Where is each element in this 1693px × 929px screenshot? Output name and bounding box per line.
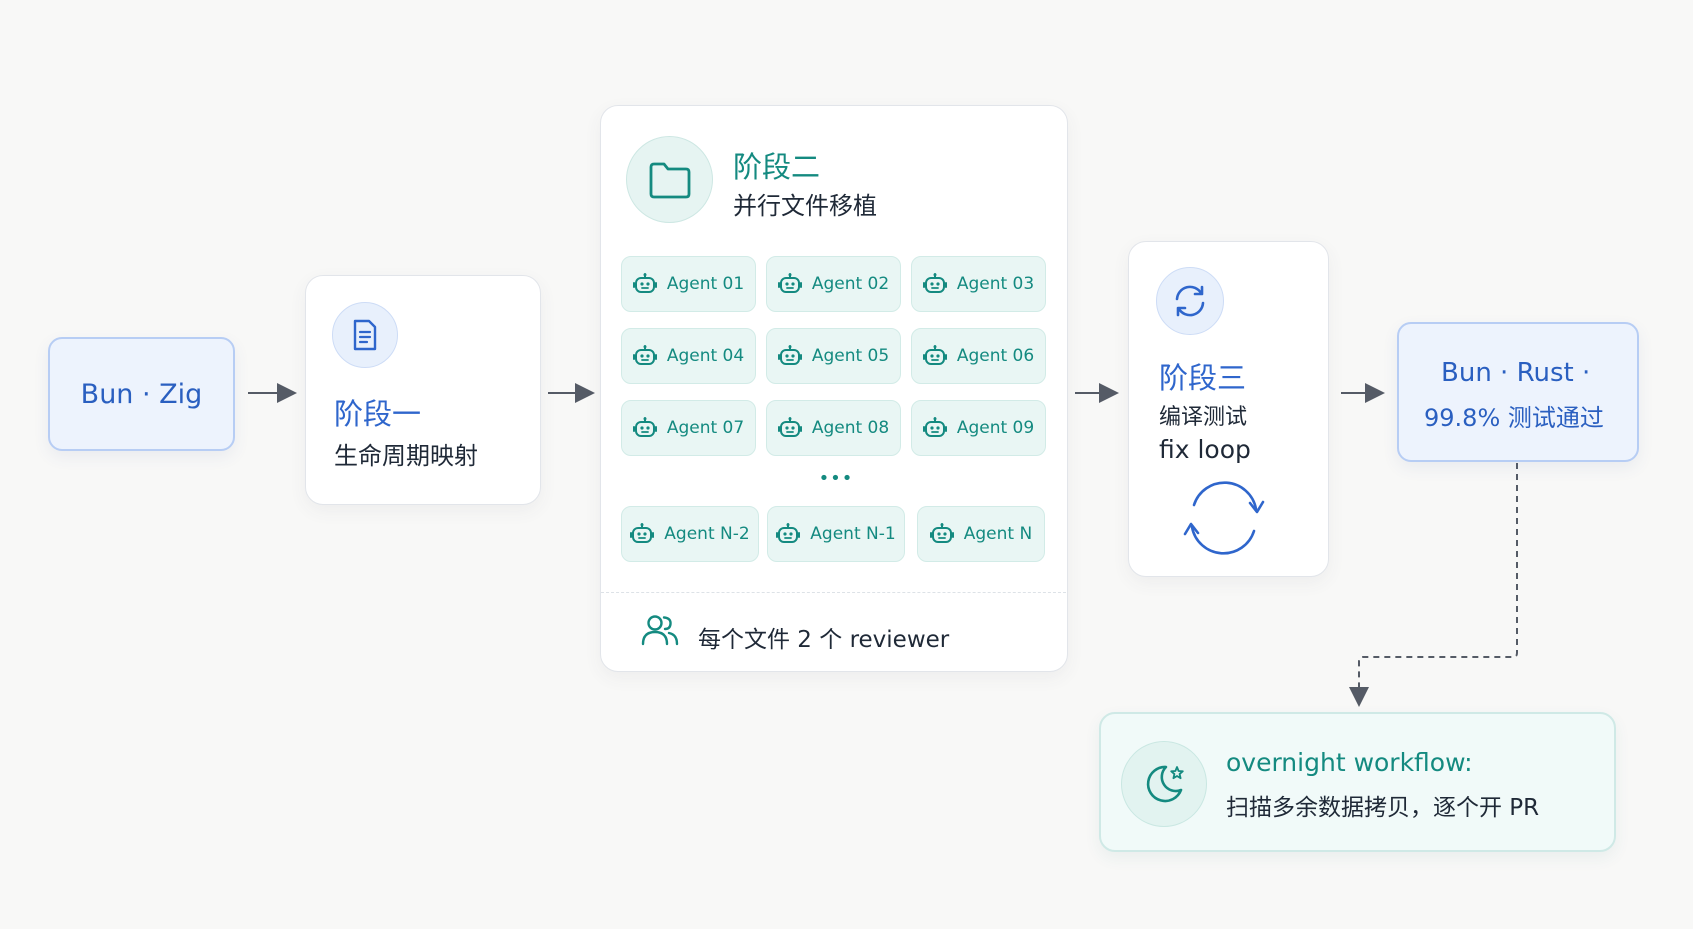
document-icon bbox=[332, 302, 398, 368]
agent-chip: Agent 09 bbox=[911, 400, 1046, 456]
agent-chip: Agent 02 bbox=[766, 256, 901, 312]
agent-label: Agent 03 bbox=[956, 274, 1035, 294]
agent-label: Agent 01 bbox=[666, 274, 745, 294]
stage3-card: 阶段三 编译测试 fix loop bbox=[1128, 241, 1329, 577]
result-line2: 99.8% 测试通过 bbox=[1424, 404, 1604, 432]
overnight-title: overnight workflow: bbox=[1226, 748, 1473, 777]
agent-chip: Agent 05 bbox=[766, 328, 901, 384]
result-node: Bun · Rust · 99.8% 测试通过 bbox=[1397, 322, 1639, 462]
robot-icon bbox=[922, 273, 947, 293]
source-node: Bun · Zig bbox=[48, 337, 235, 451]
stage3-title: 阶段三 bbox=[1159, 361, 1247, 395]
robot-icon bbox=[929, 523, 954, 543]
stage2-footer-text: 每个文件 2 个 reviewer bbox=[698, 627, 950, 653]
agent-chip: Agent N-2 bbox=[621, 506, 759, 562]
agent-chip: Agent 07 bbox=[621, 400, 756, 456]
robot-icon bbox=[630, 523, 655, 543]
stage1-card: 阶段一 生命周期映射 bbox=[305, 275, 541, 505]
agent-chip: Agent 04 bbox=[621, 328, 756, 384]
agent-chip: Agent 01 bbox=[621, 256, 756, 312]
source-node-label: Bun · Zig bbox=[80, 378, 203, 410]
robot-icon bbox=[922, 345, 947, 365]
agent-label: Agent N-1 bbox=[810, 524, 896, 544]
agent-label: Agent N bbox=[963, 524, 1033, 544]
agent-label: Agent 09 bbox=[956, 418, 1035, 438]
agent-label: Agent 05 bbox=[811, 346, 890, 366]
overnight-card: overnight workflow: 扫描多余数据拷贝，逐个开 PR bbox=[1099, 712, 1616, 852]
cycle-arrows-icon bbox=[1174, 475, 1274, 565]
stage2-subtitle: 并行文件移植 bbox=[733, 192, 877, 220]
agent-chip: Agent 06 bbox=[911, 328, 1046, 384]
robot-icon bbox=[632, 417, 657, 437]
agent-label: Agent 02 bbox=[811, 274, 890, 294]
stage3-line2: fix loop bbox=[1159, 435, 1251, 464]
robot-icon bbox=[777, 273, 802, 293]
robot-icon bbox=[632, 273, 657, 293]
agent-label: Agent 04 bbox=[666, 346, 745, 366]
robot-icon bbox=[632, 345, 657, 365]
agent-label: Agent 06 bbox=[956, 346, 1035, 366]
stage3-line1: 编译测试 bbox=[1159, 405, 1248, 430]
robot-icon bbox=[922, 417, 947, 437]
moon-star-icon bbox=[1121, 741, 1207, 827]
agent-label: Agent N-2 bbox=[664, 524, 750, 544]
refresh-icon bbox=[1156, 267, 1224, 335]
result-line1: Bun · Rust · bbox=[1441, 358, 1591, 388]
agent-label: Agent 07 bbox=[666, 418, 745, 438]
robot-icon bbox=[777, 417, 802, 437]
robot-icon bbox=[776, 523, 801, 543]
stage2-card: 阶段二 并行文件移植 Agent 01 Agent 02 Agent 03 Agent… bbox=[600, 105, 1068, 672]
robot-icon bbox=[777, 345, 802, 365]
stage2-title: 阶段二 bbox=[733, 150, 821, 184]
agent-chip: Agent 03 bbox=[911, 256, 1046, 312]
stage1-subtitle: 生命周期映射 bbox=[334, 442, 478, 470]
footer-divider bbox=[601, 592, 1066, 593]
agent-ellipsis: ••• bbox=[818, 468, 854, 489]
agent-chip: Agent N-1 bbox=[767, 506, 905, 562]
folder-icon bbox=[626, 136, 713, 223]
agent-chip: Agent 08 bbox=[766, 400, 901, 456]
dashed-arrow-result-to-overnight bbox=[1349, 463, 1518, 707]
users-icon bbox=[641, 613, 679, 651]
agent-chip: Agent N bbox=[917, 506, 1045, 562]
overnight-text: 扫描多余数据拷贝，逐个开 PR bbox=[1226, 795, 1540, 821]
stage1-title: 阶段一 bbox=[334, 397, 422, 431]
agent-label: Agent 08 bbox=[811, 418, 890, 438]
